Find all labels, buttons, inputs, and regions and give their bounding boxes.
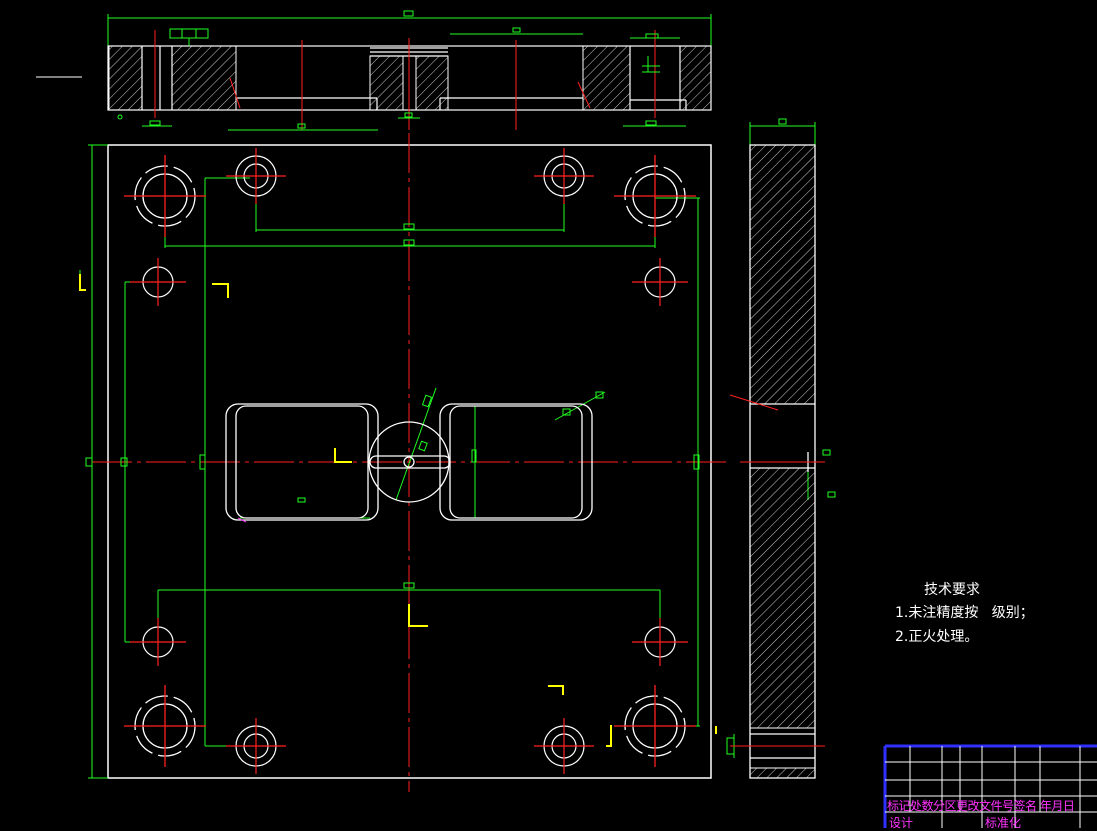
top-section-dimensions xyxy=(142,27,686,131)
guide-hole-bottom-right xyxy=(614,685,696,767)
counterbore-holes xyxy=(226,148,594,774)
screw-hole-upper-right xyxy=(632,258,688,306)
section-hatch-center-left xyxy=(369,55,404,111)
runner-channel xyxy=(369,455,451,469)
guide-holes xyxy=(124,155,696,767)
cbore-hole-top-right xyxy=(534,148,594,204)
tech-requirement-2: 2.正火处理。 xyxy=(895,629,979,645)
cbore-hole-top-left xyxy=(226,148,286,204)
guide-hole-top-left xyxy=(124,155,206,237)
plan-view xyxy=(79,133,730,792)
cavity-left-outer xyxy=(225,403,379,521)
plan-centerlines xyxy=(92,133,730,792)
cavity-right-outer xyxy=(439,403,593,521)
section-hatch-right-outer xyxy=(679,45,712,111)
section-hatch-left-outer xyxy=(108,45,143,111)
screw-hole-upper-left xyxy=(130,258,186,306)
side-section-view xyxy=(726,118,836,779)
cbore-hole-bottom-right xyxy=(534,718,594,774)
section-hatch-center-right xyxy=(415,55,449,111)
top-overall-dimension xyxy=(107,10,712,46)
side-hatch-lower xyxy=(749,467,816,729)
section-hatch-left xyxy=(171,45,237,111)
screw-holes xyxy=(130,258,688,666)
tech-requirement-1: 1.未注精度按 级别； xyxy=(895,605,1034,621)
top-section-view xyxy=(36,10,712,131)
datum-markers xyxy=(79,274,717,747)
guide-hole-bottom-left xyxy=(124,685,206,767)
tech-requirements-title: 技术要求 xyxy=(924,582,980,598)
title-block-design-label: 设计 xyxy=(889,816,914,830)
title-block xyxy=(883,744,1097,828)
small-marker-circle xyxy=(117,114,123,120)
gate-mark xyxy=(237,517,247,523)
sprue-circle xyxy=(368,421,450,503)
side-hatch-bottom xyxy=(749,767,816,779)
cavity-left-inner xyxy=(235,405,369,519)
screw-hole-lower-left xyxy=(130,618,186,666)
guide-hole-top-right xyxy=(614,155,696,237)
cbore-hole-bottom-left xyxy=(226,718,286,774)
top-section-centerlines xyxy=(154,30,656,130)
side-hatch-upper xyxy=(749,144,816,405)
title-block-standardization-label: 标准化 xyxy=(985,816,1022,830)
cavity-pockets xyxy=(225,403,593,521)
section-hatch-right xyxy=(582,45,631,111)
screw-hole-lower-right xyxy=(632,618,688,666)
title-block-header-row: 标记处数分区更改文件号签名 年月日 xyxy=(887,799,1075,813)
sprue-hole xyxy=(403,456,415,468)
